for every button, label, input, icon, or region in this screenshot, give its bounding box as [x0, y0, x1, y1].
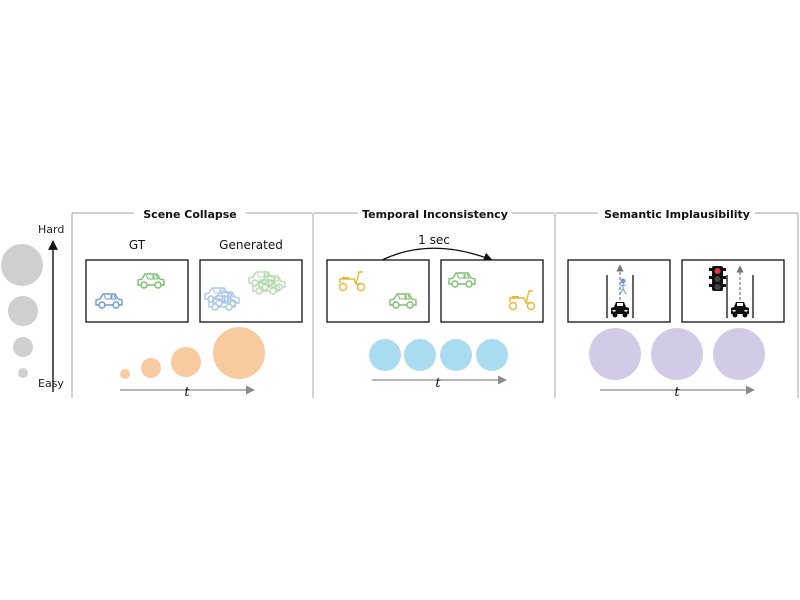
- gt-frame: [85, 259, 189, 323]
- generated-label: Generated: [219, 238, 283, 252]
- temporal-time-label: t: [435, 376, 441, 391]
- difficulty-circle-small: [13, 337, 33, 357]
- semantic-implausibility-panel: t: [567, 259, 785, 400]
- semantic-circle-3: [713, 328, 765, 380]
- temporal-circle-2: [404, 339, 436, 371]
- generated-frame: [199, 259, 303, 323]
- traffic-light-icon: [709, 266, 726, 291]
- frame-t1: [440, 259, 544, 323]
- scene-collapse-title: Scene Collapse: [143, 208, 237, 221]
- difficulty-circle-large: [1, 244, 43, 286]
- pedestrian-icon: [619, 278, 627, 295]
- hard-label: Hard: [38, 223, 64, 236]
- semantic-circle-1: [589, 328, 641, 380]
- panel-frames: [71, 212, 799, 398]
- temporal-inconsistency-panel: 1 sec t: [326, 233, 544, 391]
- temporal-circle-1: [369, 339, 401, 371]
- scene-collapse-circle-2: [141, 358, 161, 378]
- temporal-circle-4: [476, 339, 508, 371]
- difficulty-circle-tiny: [18, 368, 28, 378]
- scene-collapse-circle-1: [120, 369, 130, 379]
- difficulty-scale: Hard Easy: [1, 223, 64, 392]
- temporal-inconsistency-title: Temporal Inconsistency: [362, 208, 508, 221]
- scene-collapse-circle-4: [213, 327, 265, 379]
- scene-collapse-panel: GT Generated t: [85, 238, 303, 400]
- semantic-implausibility-title: Semantic Implausibility: [604, 208, 750, 221]
- semantic-circle-2: [651, 328, 703, 380]
- easy-label: Easy: [38, 377, 64, 390]
- difficulty-circle-medium: [8, 296, 38, 326]
- temporal-circle-3: [440, 339, 472, 371]
- interval-label: 1 sec: [418, 233, 450, 247]
- semantic-time-label: t: [674, 385, 680, 400]
- scene-collapse-time-label: t: [184, 385, 190, 400]
- scene-collapse-circle-3: [171, 347, 201, 377]
- interval-arrow: [379, 247, 493, 262]
- gt-label: GT: [129, 238, 146, 252]
